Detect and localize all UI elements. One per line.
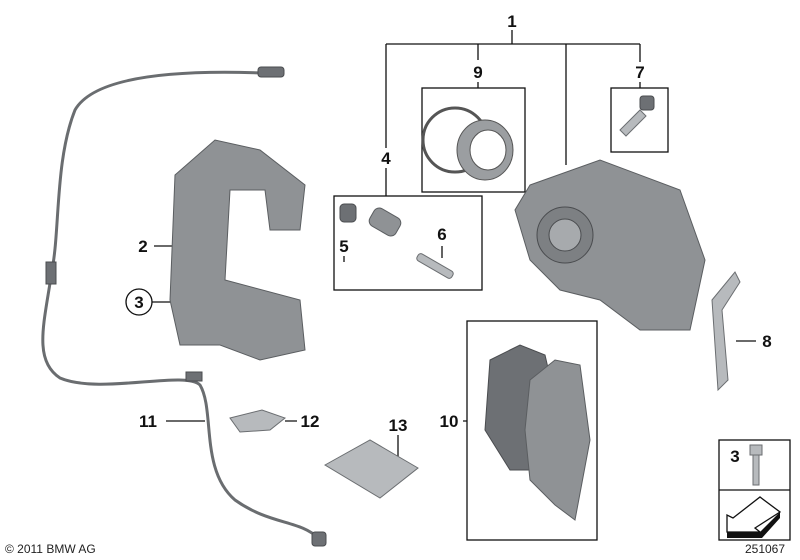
callout-12: 12: [301, 412, 320, 431]
callout-10: 10: [440, 412, 459, 431]
copyright: © 2011 BMW AG: [5, 542, 96, 556]
callout-5: 5: [339, 237, 348, 256]
arrow-shadow-icon: [727, 512, 780, 538]
grease-pack: [324, 439, 419, 499]
guide-boot: [339, 203, 357, 223]
anti-rattle-spring: [711, 271, 741, 392]
guide-bolt: [416, 253, 454, 279]
box-part-7: [610, 87, 669, 153]
cable-grommet: [185, 371, 203, 382]
brake-pad: [524, 359, 591, 521]
callout-13: 13: [389, 416, 408, 435]
callout-4: 4: [381, 149, 391, 168]
callout-7: 7: [635, 63, 644, 82]
cable-grommet: [45, 261, 57, 285]
arrow-icon: [726, 496, 782, 533]
box-part-10: [466, 320, 598, 541]
bolt-shank-icon: [752, 454, 760, 486]
callout-3: 3: [134, 293, 143, 312]
callout-11: 11: [139, 412, 157, 431]
sensor-connector: [311, 531, 327, 547]
callout-3-circle: [125, 288, 153, 316]
bleeder-screw: [619, 109, 647, 137]
clip: [229, 409, 287, 433]
sensor-plug: [257, 66, 285, 78]
guide-sleeve: [368, 207, 402, 237]
callout-8: 8: [762, 332, 771, 351]
inset-box: [718, 439, 791, 541]
callout-1: 1: [507, 12, 516, 31]
callout-2: 2: [138, 237, 147, 256]
wear-sensor-cable: [41, 70, 320, 540]
box-part-4: [333, 195, 483, 291]
diagram-number: 251067: [745, 542, 785, 556]
callout-6: 6: [437, 225, 446, 244]
inset-callout: 3: [730, 447, 739, 466]
brake-carrier: [169, 139, 306, 361]
leader-lines: [152, 30, 756, 458]
bleeder-cap: [639, 95, 655, 111]
bolt-head-icon: [749, 444, 763, 456]
callout-9: 9: [473, 63, 482, 82]
brake-caliper: [514, 159, 706, 331]
